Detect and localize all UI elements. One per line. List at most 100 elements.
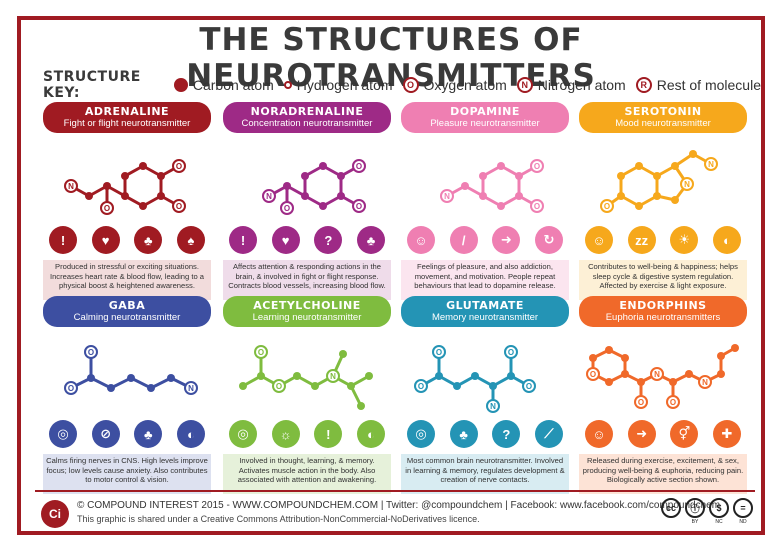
- svg-text:O: O: [508, 348, 514, 357]
- panel-title: GLUTAMATE: [446, 299, 524, 312]
- panel-subtitle: Mood neurotransmitter: [615, 118, 711, 129]
- panel-subtitle: Fight or flight neurotransmitter: [63, 118, 191, 129]
- oxygen-atom: O: [84, 345, 98, 359]
- cc-badge: cc: [661, 498, 681, 525]
- effect-icon: !: [229, 226, 257, 254]
- oxygen-atom: O: [432, 345, 446, 359]
- carbon-atom: [319, 162, 327, 170]
- svg-text:O: O: [176, 162, 182, 171]
- panel-description: Calms firing nerves in CNS. High levels …: [43, 454, 211, 494]
- carbon-atom: [671, 162, 679, 170]
- oxygen-atom: O: [414, 379, 428, 393]
- effect-icon: zz: [627, 226, 656, 254]
- oxygen-atom: O: [586, 367, 600, 381]
- effect-icon: ☼: [271, 420, 300, 448]
- svg-text:O: O: [284, 204, 290, 213]
- effect-icon: ♣: [449, 420, 478, 448]
- carbon-atom-icon: [173, 78, 188, 92]
- carbon-atom: [669, 378, 677, 386]
- molecule-structure: O O O O N: [414, 345, 536, 413]
- panel-subtitle: Pleasure neurotransmitter: [430, 118, 540, 129]
- carbon-atom: [515, 172, 523, 180]
- svg-text:N: N: [68, 182, 74, 191]
- panel-description: Feelings of pleasure, and also addiction…: [401, 260, 569, 300]
- effect-icon: ↻: [534, 226, 563, 254]
- oxygen-atom: O: [600, 199, 614, 213]
- carbon-atom: [337, 192, 345, 200]
- oxygen-atom: O: [272, 379, 286, 393]
- panel-description: Produced in stressful or exciting situat…: [43, 260, 211, 300]
- oxygen-atom: O: [100, 201, 114, 215]
- cc-symbol-icon: ⓘ: [685, 498, 705, 518]
- carbon-atom: [257, 372, 265, 380]
- svg-text:N: N: [188, 384, 194, 393]
- effect-icon: ☺: [585, 226, 613, 254]
- oxygen-atom: O: [64, 381, 78, 395]
- carbon-atom: [637, 378, 645, 386]
- carbon-atom: [617, 192, 625, 200]
- carbon-atom: [167, 374, 175, 382]
- oxygen-atom: O: [666, 395, 680, 409]
- nitrogen-atom: N: [440, 189, 454, 203]
- panel-description: Most common brain neurotransmitter. Invo…: [401, 454, 569, 494]
- carbon-atom: [239, 382, 247, 390]
- carbon-atom: [589, 354, 597, 362]
- rest-of-molecule-icon: R: [635, 77, 652, 93]
- panel-title: ADRENALINE: [84, 105, 170, 118]
- carbon-atom: [347, 382, 355, 390]
- svg-text:O: O: [68, 384, 74, 393]
- carbon-atom: [139, 202, 147, 210]
- cc-symbol-icon: cc: [661, 498, 681, 518]
- panel-subtitle: Learning neurotransmitter: [252, 312, 362, 323]
- panel-title: SEROTONIN: [624, 105, 702, 118]
- effect-icon: ♣: [356, 226, 385, 254]
- key-carbon: Carbon atom: [173, 77, 274, 93]
- effect-icon: ☺: [407, 226, 435, 254]
- panel-subtitle: Memory neurotransmitter: [431, 312, 539, 323]
- svg-text:N: N: [684, 180, 690, 189]
- effect-icons: ◎♣?⟋: [401, 420, 569, 450]
- carbon-atom: [157, 192, 165, 200]
- panel-title: GABA: [108, 299, 146, 312]
- nitrogen-atom: N: [184, 381, 198, 395]
- carbon-atom: [653, 172, 661, 180]
- effect-icon: ⚥: [670, 420, 699, 448]
- carbon-atom: [435, 372, 443, 380]
- footer: Ci © COMPOUND INTEREST 2015 - WWW.COMPOU…: [35, 490, 755, 530]
- carbon-atom: [339, 350, 347, 358]
- effect-icon: ♣: [134, 226, 163, 254]
- cc-label: ND: [739, 519, 747, 525]
- svg-text:O: O: [104, 204, 110, 213]
- carbon-atom: [87, 374, 95, 382]
- svg-text:O: O: [418, 382, 424, 391]
- hydrogen-atom-icon: [283, 81, 292, 89]
- panel-subtitle: Calming neurotransmitter: [73, 312, 181, 323]
- carbon-atom: [311, 382, 319, 390]
- carbon-atom: [617, 172, 625, 180]
- carbon-atom: [301, 172, 309, 180]
- carbon-atom: [337, 172, 345, 180]
- oxygen-atom: O: [172, 159, 186, 173]
- carbon-atom: [301, 192, 309, 200]
- effect-icon: ✚: [712, 420, 741, 448]
- carbon-atom: [497, 162, 505, 170]
- footer-licence: This graphic is shared under a Creative …: [77, 514, 480, 524]
- svg-text:O: O: [526, 382, 532, 391]
- nitrogen-atom: N: [650, 367, 664, 381]
- svg-text:O: O: [590, 370, 596, 379]
- key-oxygen: O Oxygen atom: [402, 77, 507, 93]
- carbon-atom: [689, 150, 697, 158]
- key-rest: R Rest of molecule: [635, 77, 761, 93]
- compound-interest-logo: Ci: [41, 500, 69, 528]
- effect-icon: ♣: [134, 420, 163, 448]
- svg-text:O: O: [276, 382, 282, 391]
- svg-text:N: N: [490, 402, 496, 411]
